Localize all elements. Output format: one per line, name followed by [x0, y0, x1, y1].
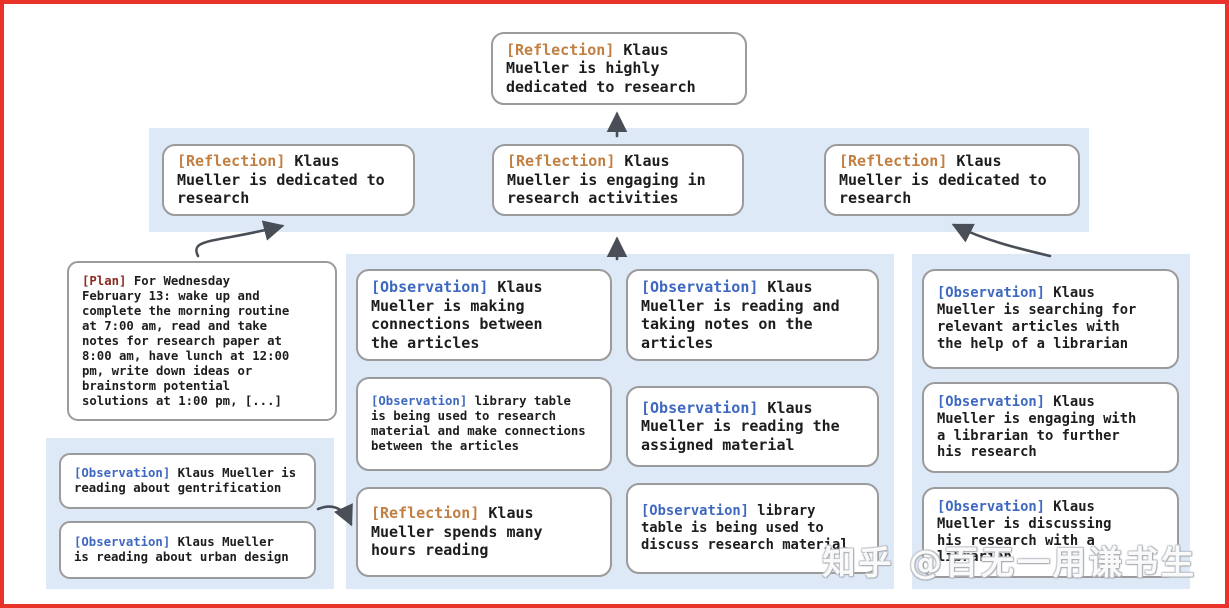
observation-tag: [Observation]: [74, 466, 171, 480]
card-reflection-hours-reading: [Reflection] Klaus Mueller spends many h…: [356, 487, 612, 577]
card-text: Klaus Mueller is dedicated to research: [839, 152, 1047, 208]
card-text: library table is being used to discuss r…: [641, 503, 849, 553]
card-observation-urban-design: [Observation] Klaus Mueller is reading a…: [59, 521, 316, 579]
card-text: Klaus Mueller is searching for relevant …: [937, 285, 1137, 352]
card-text: Klaus Mueller is reading and taking note…: [641, 278, 840, 352]
observation-tag: [Observation]: [641, 278, 759, 296]
reflection-tag: [Reflection]: [839, 152, 948, 171]
reflection-tag: [Reflection]: [371, 504, 480, 523]
observation-tag: [Observation]: [937, 285, 1045, 302]
zhihu-watermark: 知乎 @百无一用谦书生: [822, 543, 1197, 582]
observation-tag: [Observation]: [641, 398, 759, 417]
card-observation-making-connections: [Observation] Klaus Mueller is making co…: [356, 269, 612, 361]
card-text: Klaus Mueller is engaging in research ac…: [507, 152, 706, 208]
reflection-tag: [Reflection]: [506, 40, 615, 59]
card-reflection-left: [Reflection] Klaus Mueller is dedicated …: [162, 144, 415, 216]
card-observation-taking-notes: [Observation] Klaus Mueller is reading a…: [626, 269, 879, 361]
card-observation-searching-articles: [Observation] Klaus Mueller is searching…: [922, 269, 1179, 369]
observation-tag: [Observation]: [937, 498, 1045, 515]
card-observation-discussing-research: [Observation] Klaus Mueller is discussin…: [922, 487, 1179, 578]
card-observation-library-table-discuss: [Observation] library table is being use…: [626, 483, 879, 574]
card-text: Klaus Mueller is dedicated to research: [177, 152, 385, 208]
card-text: Klaus Mueller is reading the assigned ma…: [641, 398, 840, 454]
card-plan: [Plan] For Wednesday February 13: wake u…: [67, 261, 337, 421]
card-text: Klaus Mueller is reading about urban des…: [74, 535, 289, 564]
observation-tag: [Observation]: [937, 393, 1045, 410]
card-text: Klaus Mueller is reading about gentrific…: [74, 466, 297, 495]
card-text: library table is being used to research …: [371, 394, 586, 453]
card-text: Klaus Mueller is engaging with a librari…: [937, 393, 1137, 461]
card-text: Klaus Mueller spends many hours reading: [371, 504, 543, 560]
observation-tag: [Observation]: [371, 278, 489, 296]
plan-tag: [Plan]: [82, 273, 127, 288]
card-observation-engaging-librarian: [Observation] Klaus Mueller is engaging …: [922, 382, 1179, 473]
observation-tag: [Observation]: [371, 394, 468, 408]
card-observation-assigned-material: [Observation] Klaus Mueller is reading t…: [626, 386, 879, 467]
card-text: Klaus Mueller is making connections betw…: [371, 278, 543, 352]
card-reflection-root: [Reflection] Klaus Mueller is highly ded…: [491, 32, 747, 105]
observation-tag: [Observation]: [74, 535, 171, 549]
card-text: For Wednesday February 13: wake up and c…: [82, 273, 290, 408]
reflection-tag: [Reflection]: [177, 152, 286, 171]
observation-tag: [Observation]: [641, 503, 749, 520]
card-reflection-right: [Reflection] Klaus Mueller is dedicated …: [824, 144, 1080, 216]
card-reflection-center: [Reflection] Klaus Mueller is engaging i…: [492, 144, 744, 216]
card-text: Klaus Mueller is highly dedicated to res…: [506, 40, 696, 96]
card-observation-gentrification: [Observation] Klaus Mueller is reading a…: [59, 453, 316, 509]
reflection-tag: [Reflection]: [507, 152, 616, 171]
card-observation-library-table-research: [Observation] library table is being use…: [356, 377, 612, 471]
card-text: Klaus Mueller is discussing his research…: [937, 498, 1112, 566]
